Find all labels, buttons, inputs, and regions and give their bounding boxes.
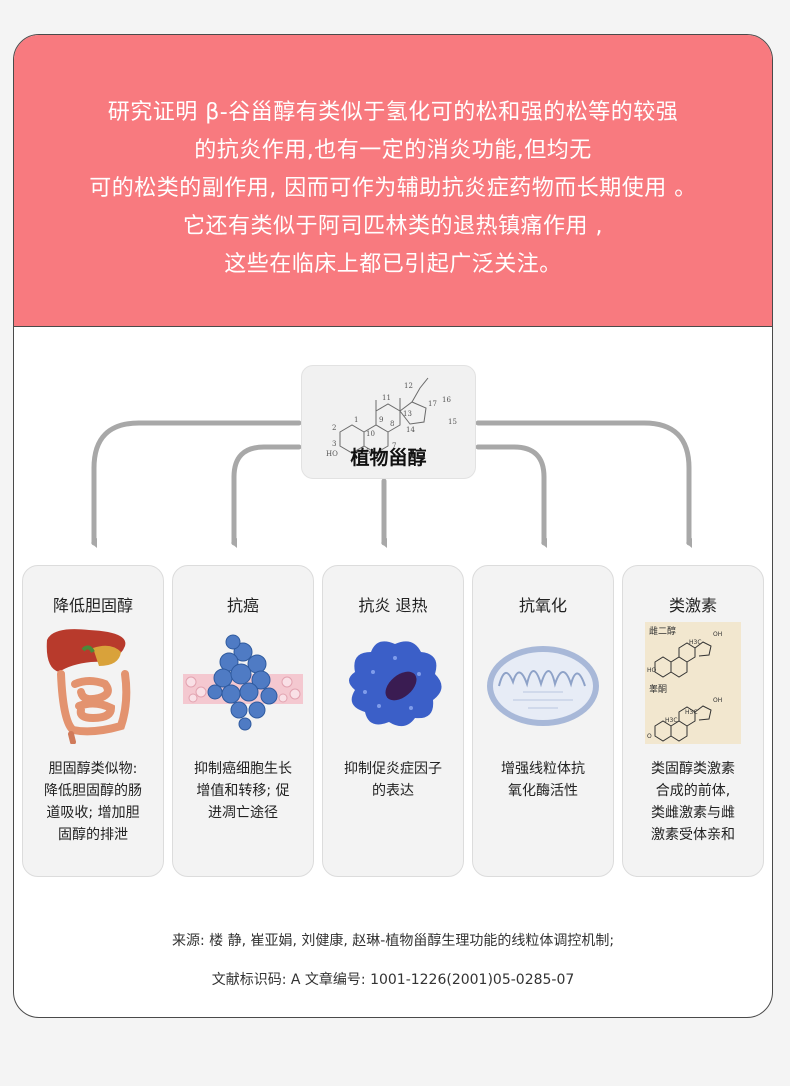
panel-label: OH [713, 697, 722, 704]
desc-line: 固醇的排泄 [58, 827, 128, 843]
source-citation: 来源: 楼 静, 崔亚娟, 刘健康, 赵琳-植物甾醇生理功能的线粒体调控机制; [171, 933, 615, 949]
panel-label: 睾酮 [649, 683, 667, 695]
atom-label: 10 [366, 430, 375, 438]
atom-label: 3 [332, 440, 336, 448]
mitochondria-icon [487, 646, 599, 726]
desc-line: 进凋亡途径 [208, 805, 278, 821]
atom-label: 14 [406, 426, 415, 434]
banner-line: 的抗炎作用,也有一定的消炎功能,但均无 [194, 137, 592, 163]
desc-line: 抑制促炎症因子 [344, 761, 442, 777]
panel-label: 雌二醇 [649, 625, 676, 637]
connector-arrows [91, 420, 692, 548]
banner-line: 这些在临床上都已引起广泛关注。 [224, 251, 562, 277]
main-card: 研究证明 β-谷甾醇有类似于氢化可的松和强的松等的较强 的抗炎作用,也有一定的消… [13, 34, 773, 1018]
arrow-to-anticancer [231, 444, 302, 548]
center-title: 植物甾醇 [350, 447, 427, 469]
desc-line: 氧化酶活性 [508, 783, 578, 799]
panel-label: H3C [685, 709, 698, 716]
atom-label: 5 [366, 448, 370, 456]
atom-label: 13 [403, 410, 412, 418]
banner-line: 可的松类的副作用, 因而可作为辅助抗炎症药物而长期使用 。 [89, 175, 697, 201]
desc-line: 的表达 [372, 783, 414, 799]
effect-title: 降低胆固醇 [52, 596, 133, 615]
atom-label: 8 [390, 420, 394, 428]
desc-line: 合成的前体, [655, 783, 731, 799]
desc-line: 胆固醇类似物: [48, 761, 138, 777]
atom-label: 9 [379, 416, 383, 424]
atom-label: 2 [332, 424, 336, 432]
panel-label: O [647, 733, 652, 740]
effect-title: 抗癌 [226, 596, 259, 615]
effect-box-cholesterol: 降低胆固醇 胆固醇类似物: 降低胆固醇的肠 道吸收; 增加胆 固醇的排泄 [22, 565, 164, 877]
desc-line: 增强线粒体抗 [501, 761, 585, 777]
tumor-cells-icon [183, 634, 303, 731]
panel-label: OH [713, 631, 722, 638]
banner-line: 研究证明 β-谷甾醇有类似于氢化可的松和强的松等的较强 [107, 99, 679, 125]
banner-line: 它还有类似于阿司匹林类的退热镇痛作用 , [183, 213, 603, 239]
atom-label: HO [326, 450, 338, 456]
document-id: 文献标识码: A 文章编号: 1001-1226(2001)05-0285-07 [211, 972, 575, 988]
immune-cell-icon [349, 641, 442, 727]
atom-label: 17 [428, 400, 437, 408]
effect-title: 类激素 [668, 596, 717, 615]
panel-label: HO [647, 667, 657, 674]
atom-label: 1 [354, 416, 358, 424]
panel-label: H3C [665, 717, 678, 724]
liver-intestine-icon [46, 629, 131, 744]
atom-label: 7 [392, 442, 396, 450]
effect-desc: 抑制癌细胞生长 增值和转移; 促 进凋亡途径 [179, 758, 307, 824]
desc-line: 道吸收; 增加胆 [46, 805, 140, 821]
steroid-structure-icon: 12 11 13 17 16 15 14 9 8 1 2 10 3 5 7 4 … [326, 377, 457, 464]
hormone-structure-icon: 雌二醇 睾酮 H3C OH HO H3C OH H3C O [645, 622, 741, 744]
desc-line: 激素受体亲和 [651, 827, 735, 843]
atom-label: 11 [382, 394, 391, 402]
desc-line: 降低胆固醇的肠 [44, 783, 142, 799]
arrow-to-cholesterol [91, 420, 302, 548]
panel-label: H3C [689, 639, 702, 646]
effect-box-hormone: 类激素 雌二醇 睾酮 H3C OH HO H3C OH H3C O [622, 565, 764, 877]
effect-title: 抗炎 退热 [358, 596, 428, 615]
effect-desc: 增强线粒体抗 氧化酶活性 [479, 758, 607, 802]
desc-line: 类固醇类激素 [651, 761, 735, 777]
effect-desc: 类固醇类激素 合成的前体, 类雌激素与雌 激素受体亲和 [629, 758, 757, 846]
effect-desc: 抑制促炎症因子 的表达 [329, 758, 457, 802]
effect-desc: 胆固醇类似物: 降低胆固醇的肠 道吸收; 增加胆 固醇的排泄 [29, 758, 157, 846]
effect-box-antioxidant: 抗氧化 增强线粒体抗 氧化酶活性 [472, 565, 614, 877]
atom-label: 12 [404, 382, 413, 390]
effect-title: 抗氧化 [518, 596, 567, 615]
atom-label: 15 [448, 418, 457, 426]
arrow-to-antioxidant [475, 444, 547, 548]
desc-line: 增值和转移; 促 [196, 783, 290, 799]
plant-sterol-node: 12 11 13 17 16 15 14 9 8 1 2 10 3 5 7 4 … [301, 365, 476, 479]
arrow-to-hormone [475, 420, 692, 548]
effect-box-antiinflammatory: 抗炎 退热 抑制促炎症因子 的表达 [322, 565, 464, 877]
desc-line: 类雌激素与雌 [651, 805, 735, 821]
effect-box-anticancer: 抗癌 抑制癌细胞生长 增值和转移; 促 进凋亡途径 [172, 565, 314, 877]
desc-line: 抑制癌细胞生长 [194, 761, 292, 777]
atom-label: 16 [442, 396, 451, 404]
intro-banner: 研究证明 β-谷甾醇有类似于氢化可的松和强的松等的较强 的抗炎作用,也有一定的消… [14, 35, 772, 327]
